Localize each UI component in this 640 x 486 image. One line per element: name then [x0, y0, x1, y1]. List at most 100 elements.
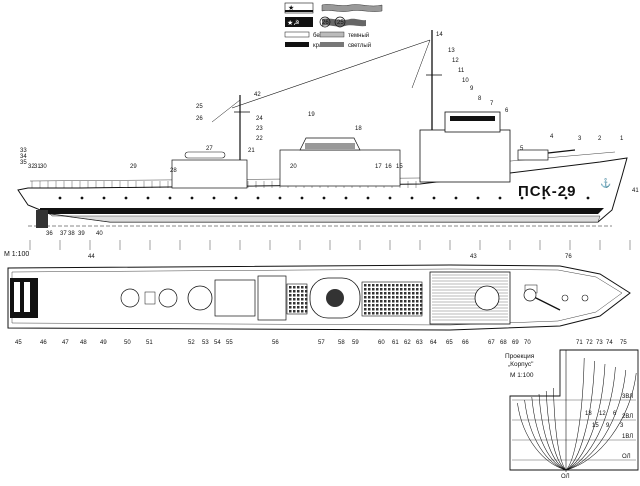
plan-callout-71: 71 [576, 340, 583, 346]
rudder [36, 210, 48, 228]
callout-11: 11 [458, 68, 465, 74]
plan-callout-49: 49 [100, 340, 107, 346]
callout-30: 30 [40, 164, 47, 170]
midship-deckhouse [279, 149, 401, 187]
plan-callout-53: 53 [202, 340, 209, 346]
porthole [344, 196, 348, 200]
porthole [454, 196, 458, 200]
callout-16: 16 [385, 164, 392, 170]
porthole [476, 196, 480, 200]
underwater-hull [49, 213, 601, 223]
plan-callout-72: 72 [586, 340, 593, 346]
funnel-cap [305, 143, 355, 149]
plan-callout-66: 66 [462, 340, 469, 346]
waterline-label: 1ВЛ [622, 434, 633, 440]
section-label: 9 [606, 423, 610, 429]
section-curves [517, 357, 637, 471]
callout-3: 3 [578, 136, 582, 142]
callout-28: 28 [170, 168, 177, 174]
callout-23: 23 [256, 126, 263, 132]
callout-1: 1 [620, 136, 624, 142]
anchor-icon: ⚓ [600, 177, 611, 188]
callout-38: 38 [68, 231, 75, 237]
plan-callout-73: 73 [596, 340, 603, 346]
plan-callout-51: 51 [146, 340, 153, 346]
aft-gun-1 [120, 288, 140, 308]
deck-edge-line [11, 268, 623, 326]
plan-callout-69: 69 [512, 340, 519, 346]
section-label: 18 [585, 411, 592, 417]
callout-7: 7 [490, 101, 494, 107]
naval-ensign-flag [284, 2, 314, 14]
callout-29: 29 [130, 164, 137, 170]
porthole [542, 196, 546, 200]
baseline-label: ОЛ [561, 474, 570, 480]
plan-callout-43: 43 [470, 254, 477, 260]
station-marks [29, 240, 631, 250]
plan-callout-44: 44 [88, 254, 95, 260]
ref-circle-2 [334, 16, 346, 28]
jack-flag [322, 18, 366, 27]
callout-27: 27 [206, 146, 213, 152]
plan-callout-45: 45 [15, 340, 22, 346]
flag-legend: ★ ★☭ 26 25 белый красный темный светлый [284, 2, 383, 49]
section-label: 6 [613, 411, 617, 417]
legend-lightgrey-label: светлый [348, 42, 371, 49]
callout-4: 4 [550, 134, 554, 140]
callout-24: 24 [256, 116, 263, 122]
porthole [388, 196, 392, 200]
porthole [520, 196, 524, 200]
aft-gun-3 [187, 285, 213, 311]
portholes [58, 196, 590, 200]
plan-callout-65: 65 [446, 340, 453, 346]
side-profile: ⚓ ПСК-29 1234567891011121314151617181920… [17, 30, 639, 237]
plan-callout-63: 63 [416, 340, 423, 346]
callout-39: 39 [78, 231, 85, 237]
callout-33: 33 [20, 148, 27, 154]
plan-callout-58: 58 [338, 340, 345, 346]
state-flag-dark [285, 17, 313, 27]
callout-31: 31 [34, 164, 41, 170]
porthole [80, 196, 84, 200]
porthole [432, 196, 436, 200]
ref-circle-1-label: 26 [322, 20, 329, 26]
callout-20: 20 [290, 164, 297, 170]
plan-scale-label: М 1:100 [4, 251, 29, 258]
plan-callout-60: 60 [378, 340, 385, 346]
porthole [190, 196, 194, 200]
porthole [300, 196, 304, 200]
ref-circle-1 [319, 16, 331, 28]
callout-17: 17 [375, 164, 382, 170]
waterline-label: ОЛ [622, 454, 631, 460]
ref-circle-2-label: 25 [337, 20, 344, 26]
body-plan-subtitle: „Корпус" [508, 361, 534, 368]
vent-grating [361, 281, 423, 317]
plan-callout-70: 70 [524, 340, 531, 346]
porthole [146, 196, 150, 200]
porthole [586, 196, 590, 200]
plan-callout-64: 64 [430, 340, 437, 346]
callout-42: 42 [254, 92, 261, 98]
legend-darkgrey-label: темный [348, 32, 369, 39]
porthole [168, 196, 172, 200]
callout-6: 6 [505, 108, 509, 114]
plan-callout-47: 47 [62, 340, 69, 346]
aft-deckhouse-plan [214, 279, 256, 317]
porthole [322, 196, 326, 200]
midship-deckhouse-plan [257, 275, 287, 321]
callout-9: 9 [470, 86, 474, 92]
plan-callout-52: 52 [188, 340, 195, 346]
callout-14: 14 [436, 32, 443, 38]
swatch-light [319, 31, 345, 38]
callout-41: 41 [632, 188, 639, 194]
plan-callout-48: 48 [80, 340, 87, 346]
callout-21: 21 [248, 148, 255, 154]
callout-2: 2 [598, 136, 602, 142]
callout-37: 37 [60, 231, 67, 237]
section-label: 12 [599, 411, 606, 417]
pennant-flag [321, 4, 383, 12]
